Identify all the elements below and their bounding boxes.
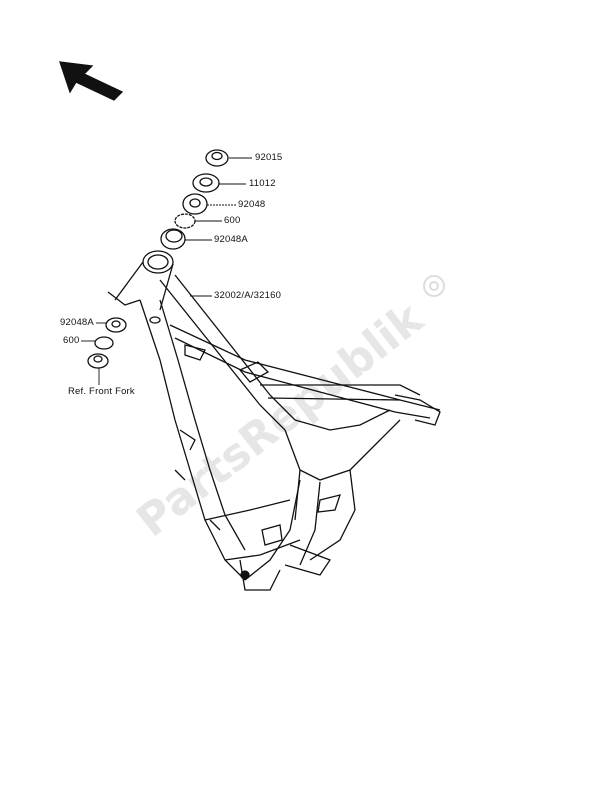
callout-92048A-top: 92048A [214, 234, 248, 245]
callout-600-top: 600 [224, 215, 241, 226]
front-arrow-icon [59, 61, 124, 101]
callout-92015: 92015 [255, 152, 283, 163]
part-92048 [182, 193, 208, 215]
leader-lines [81, 157, 252, 385]
gear-watermark-icon [423, 275, 445, 297]
part-600-bottom [94, 336, 114, 350]
part-11012 [192, 173, 220, 193]
callout-frame: 32002/A/32160 [214, 290, 282, 301]
part-600-top [174, 213, 196, 229]
part-92015 [205, 149, 229, 167]
callout-11012: 11012 [249, 178, 276, 189]
part-92048A-bottom [105, 317, 127, 333]
part-92048A-top [160, 228, 186, 250]
callout-92048: 92048 [238, 199, 266, 210]
frame [107, 250, 441, 591]
callout-ref-front-fork: Ref. Front Fork [68, 386, 135, 397]
callout-600-bottom: 600 [63, 335, 80, 346]
callout-92048A-bottom: 92048A [60, 317, 94, 328]
part-front-fork-ref [87, 353, 109, 369]
